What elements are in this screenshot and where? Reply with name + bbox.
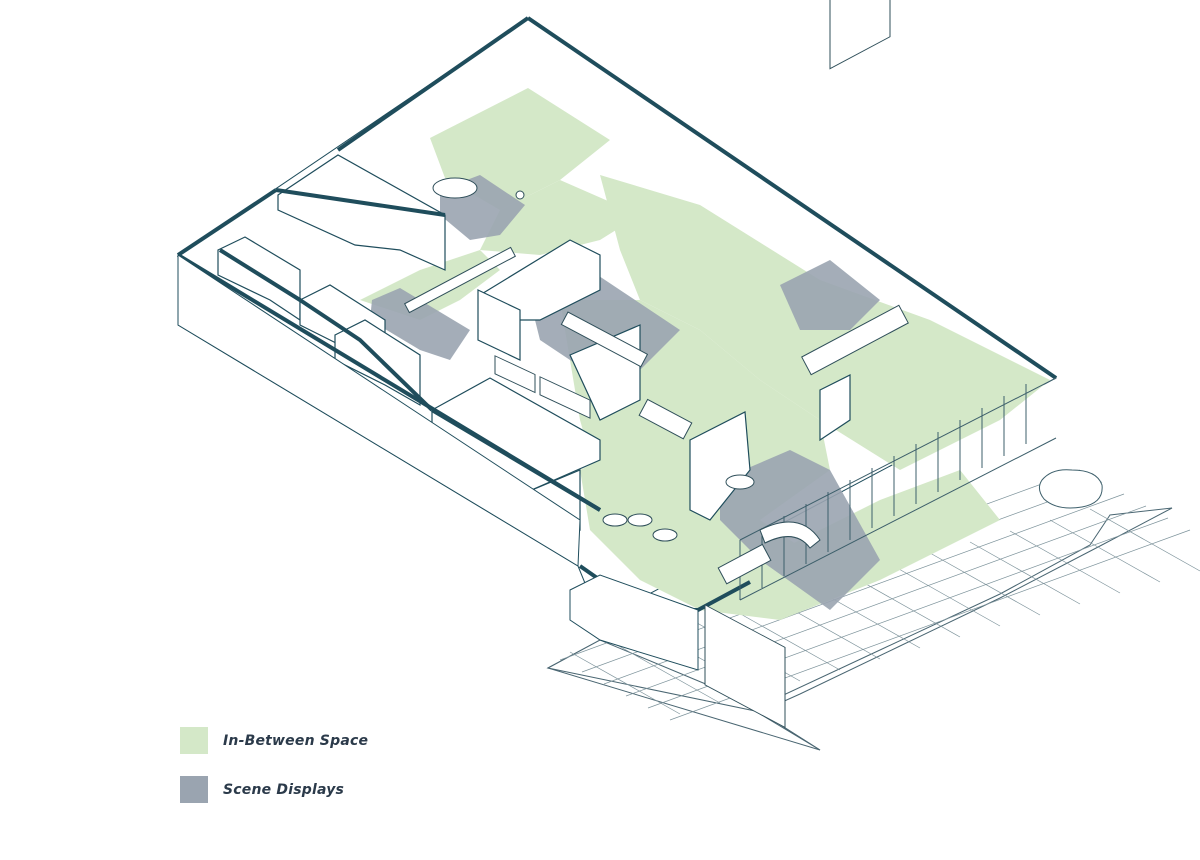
north-east-wall (526, 16, 1058, 380)
desk-north-2 (539, 376, 591, 419)
legend-item-scene-displays: Scene Displays (180, 776, 344, 803)
lounge-chairs (638, 398, 693, 440)
inner-partition-2 (218, 248, 434, 412)
furniture (403, 0, 909, 729)
room-library (819, 374, 851, 442)
bench-west (403, 246, 517, 314)
paving-line (1049, 519, 1161, 583)
pod-west (477, 289, 521, 361)
legend-swatch-scene-displays (180, 776, 208, 803)
west-wall (176, 188, 278, 257)
inner-partition-1 (275, 188, 446, 217)
paving-line (569, 651, 681, 715)
service-core (277, 154, 446, 271)
paving-line (929, 552, 1041, 616)
table-round-north (432, 177, 478, 199)
column-1 (515, 190, 525, 200)
tree-plan (1038, 469, 1103, 509)
display-library (780, 260, 880, 330)
room-pod-south (689, 411, 751, 521)
sofa-south (717, 543, 772, 585)
table-round-pod (725, 474, 755, 490)
conference-table (560, 311, 649, 368)
glazing-head (739, 377, 1057, 541)
paving-line (1009, 530, 1121, 594)
north-west-wall (336, 16, 530, 152)
paving-line (609, 640, 721, 704)
entry-face (569, 574, 699, 671)
inner-partition-3 (430, 408, 602, 512)
shelving-library (704, 604, 786, 729)
paving-line (729, 607, 841, 671)
legend-swatch-in-between (180, 727, 208, 754)
paving-line (1089, 508, 1200, 572)
west-face (177, 254, 581, 567)
table-round-south-1 (602, 513, 628, 527)
table-round-south-3 (652, 528, 678, 542)
display-west-strip (370, 288, 470, 360)
legend-item-in-between-space: In-Between Space (180, 727, 368, 754)
building-walls (176, 16, 1058, 612)
building-elevation-faces (177, 254, 699, 671)
zone-south (580, 440, 820, 620)
legend-label-in-between: In-Between Space (223, 732, 369, 749)
glazing-sill (739, 437, 1057, 601)
paving-line (849, 574, 961, 638)
paving-line (969, 541, 1081, 605)
desk-north-1 (494, 355, 536, 394)
zone-corridor (480, 180, 640, 255)
desks-east (801, 304, 909, 376)
table-round-south-2 (627, 513, 653, 527)
shelving-south (829, 0, 891, 70)
sofa-curved (759, 521, 821, 549)
legend-label-scene-displays: Scene Displays (223, 781, 345, 798)
glazing-facade (739, 377, 1057, 601)
paving-line (889, 563, 1001, 627)
